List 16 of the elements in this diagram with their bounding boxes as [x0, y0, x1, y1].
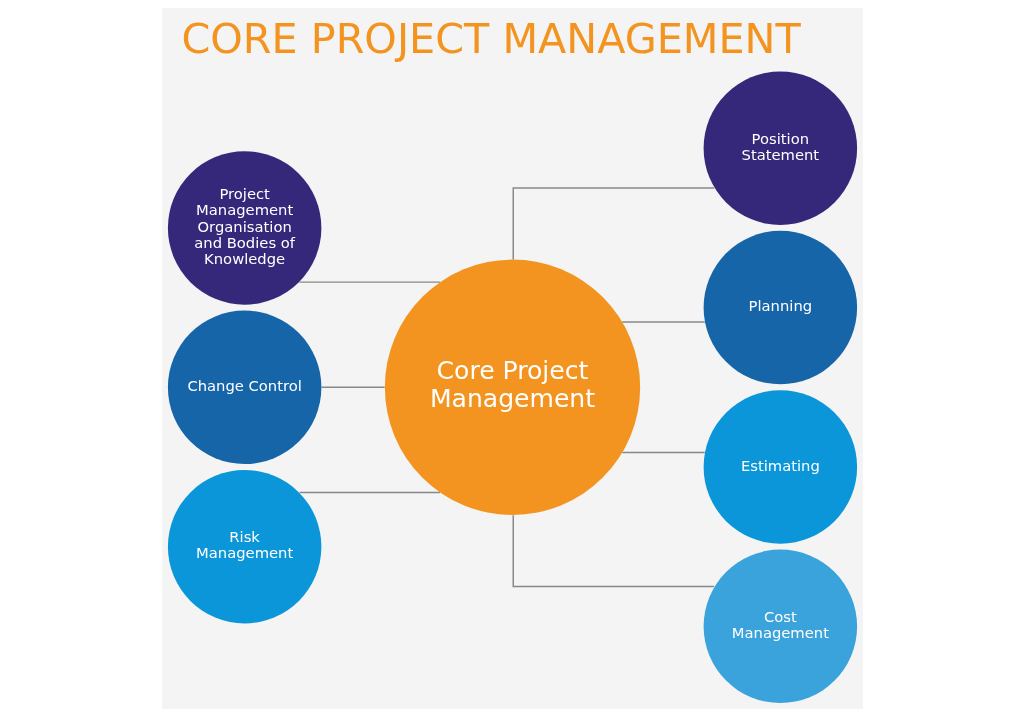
node-circle: Position Statement — [703, 71, 857, 225]
connector — [512, 187, 715, 261]
node-circle: Cost Management — [703, 549, 857, 704]
connector — [621, 321, 705, 323]
connector — [512, 514, 715, 588]
connector — [298, 281, 441, 283]
node-circle: Core Project Management — [384, 259, 640, 515]
node-circle: Change Control — [167, 310, 321, 464]
node-circle: Risk Management — [167, 469, 321, 624]
node-circle: Estimating — [703, 390, 857, 544]
connector — [621, 451, 705, 454]
node-circle: Project Management Organisation and Bodies of Knowledge — [167, 151, 321, 305]
diagram-title: CORE PROJECT MANAGEMENT — [180, 14, 801, 63]
node-circle: Planning — [703, 230, 857, 385]
connector — [298, 491, 441, 494]
connector — [320, 386, 385, 388]
